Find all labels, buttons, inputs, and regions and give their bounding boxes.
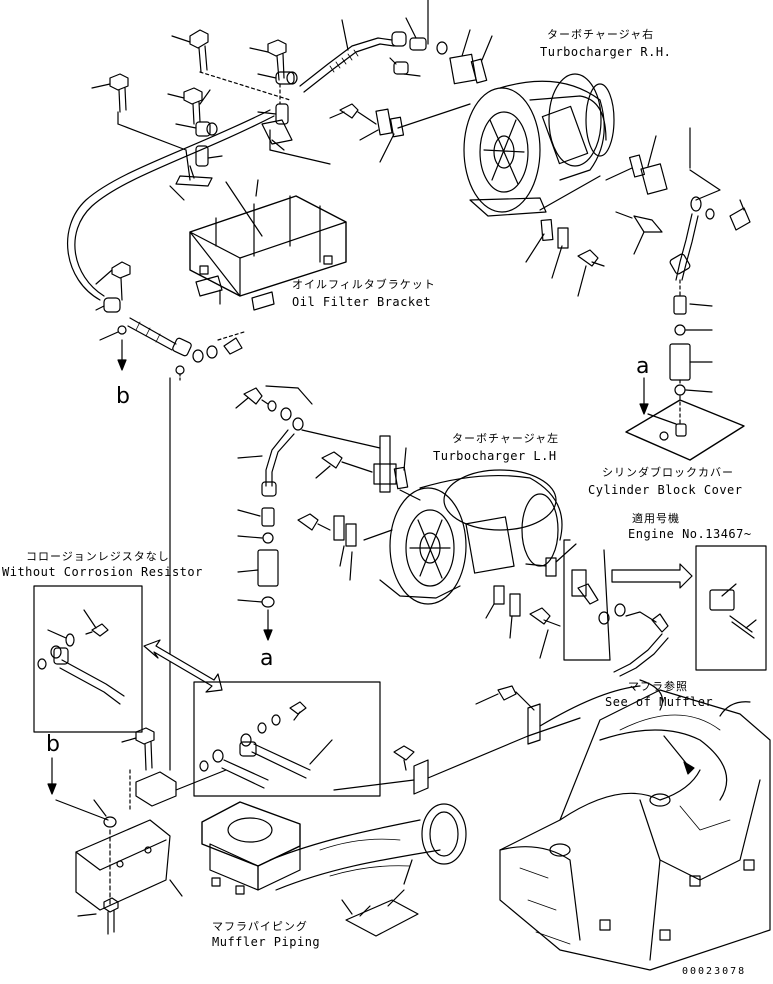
muffler-piping-label-en: Muffler Piping (212, 935, 321, 949)
callout-b-upper: b (116, 384, 130, 409)
turbo-rh-label-jp: ターボチャージャ右 (547, 28, 655, 41)
bottom-left-bracket (47, 727, 227, 935)
oil-filter-bracket-label-jp: オイルフィルタブラケット (292, 278, 436, 291)
cylinder-block-cover-label-jp: シリンダブロックカバー (602, 466, 734, 479)
muffler-piping-label-jp: マフラパイピング (212, 920, 308, 933)
callout-a-upper: a (636, 354, 650, 379)
muffler-piping-drawing (201, 801, 467, 937)
drawing-code: 00023078 (682, 966, 747, 977)
muffler-bracket-drawing (333, 679, 771, 971)
lh-oil-line (235, 385, 381, 641)
center-inset (193, 681, 381, 797)
turbocharger-rh-drawing (329, 73, 615, 297)
oil-filter-bracket-drawing (189, 179, 347, 311)
muffler-ref-label-en: See of Muffler (605, 695, 714, 709)
muffler-ref-label-jp: マフラ参照 (628, 680, 688, 693)
upper-oil-hose (299, 0, 493, 93)
turbo-rh-label-en: Turbocharger R.H. (540, 45, 672, 59)
turbocharger-lh-drawing (297, 435, 577, 659)
oil-filter-bracket-label-en: Oil Filter Bracket (292, 295, 432, 309)
left-oil-hose (66, 109, 275, 771)
engine-no-inset (563, 539, 767, 677)
callout-a-lower: a (260, 646, 274, 671)
right-oil-line (605, 127, 751, 461)
top-left-hardware (91, 29, 331, 201)
engine-no-label: Engine No.13467~ (628, 527, 752, 541)
corrosion-inset (33, 585, 143, 733)
corrosion-label-jp: コロージョンレジスタなし (26, 550, 170, 563)
callout-b-lower: b (46, 732, 60, 757)
turbo-lh-label-en: Turbocharger L.H (433, 449, 557, 463)
cylinder-block-cover-label-en: Cylinder Block Cover (588, 483, 743, 497)
turbo-lh-label-jp: ターボチャージャ左 (452, 432, 560, 445)
corrosion-label-en: Without Corrosion Resistor (2, 565, 203, 579)
applicable-label-jp: 適用号機 (632, 512, 680, 525)
inset-arrow (143, 639, 223, 693)
